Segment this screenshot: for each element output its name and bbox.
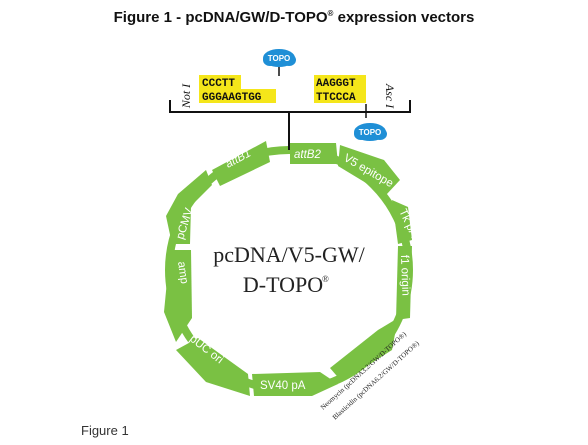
attb1-feature	[212, 141, 270, 186]
plasmid-name-line2: D-TOPO	[243, 272, 323, 297]
svg-text:TOPO: TOPO	[359, 128, 382, 137]
sv40pa-label: SV40 pA	[260, 380, 306, 392]
figure-caption: Figure 1	[81, 423, 129, 438]
attb2-feature	[290, 143, 338, 164]
right-bottom-sequence: TTCCCA	[316, 92, 356, 104]
svg-text:TOPO: TOPO	[268, 54, 291, 63]
resistance-gene-feature	[330, 318, 398, 382]
f1-origin-label: f1 origin	[398, 255, 411, 296]
left-bottom-sequence: GGGAAGTGG	[202, 92, 262, 104]
insert-sequence: CCCTT GGGAAGTGG AAGGGT TTCCCA Not I Asc …	[179, 75, 397, 109]
figure-title: Figure 1 - pcDNA/GW/D-TOPO® expression v…	[113, 9, 475, 26]
left-top-sequence: CCCTT	[202, 78, 235, 90]
plasmid-name-line1: pcDNA/V5-GW/	[213, 242, 365, 267]
amp-label: amp	[175, 261, 190, 285]
puc-ori-feature	[176, 338, 250, 396]
attb2-label: attB2	[294, 149, 321, 161]
topo-icon: TOPO	[263, 49, 296, 76]
registered-mark: ®	[322, 274, 329, 284]
feature-arrows	[164, 141, 412, 396]
right-top-sequence: AAGGGT	[316, 78, 356, 90]
asc-i-site-label: Asc I	[383, 83, 397, 109]
tkpa-feature	[392, 200, 412, 244]
topo-icon: TOPO	[354, 104, 387, 141]
amp-feature	[164, 250, 192, 342]
pcmv-feature	[166, 170, 212, 244]
not-i-site-label: Not I	[179, 83, 193, 109]
insert-bracket	[169, 100, 411, 150]
sv40pa-feature	[252, 372, 338, 396]
v5-epitope-feature	[338, 145, 400, 195]
f1-origin-feature	[396, 246, 412, 320]
